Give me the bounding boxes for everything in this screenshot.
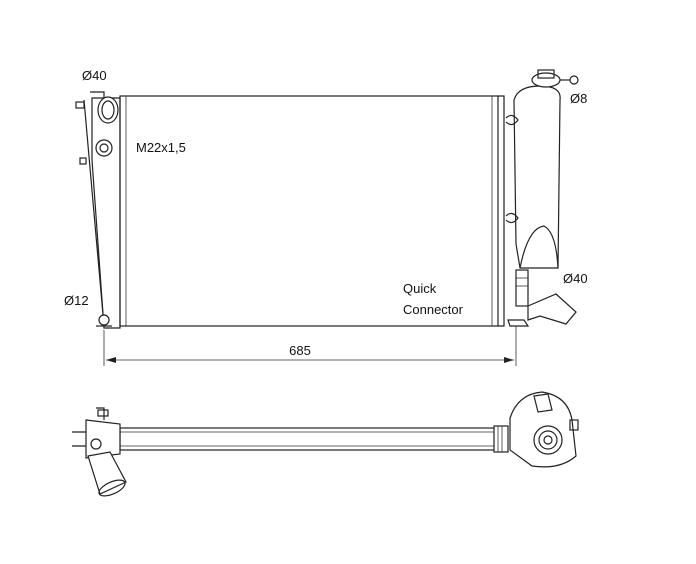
top-view-inlet-pipe (87, 451, 127, 495)
connector-label-line1: Quick (403, 281, 437, 296)
quick-connector (515, 269, 529, 307)
top-view-core (119, 427, 499, 451)
drain-diameter-label: Ø12 (64, 293, 89, 308)
radiator-front-view: Ø40 M22x1,5 Ø12 Ø8 Ø40 Quick Connector 6… (64, 68, 588, 366)
connector-label-line2: Connector (403, 302, 464, 317)
left-tank (75, 91, 121, 329)
top-view-outlet-pipe (533, 425, 563, 455)
drain-plug (98, 314, 110, 326)
threaded-port (95, 139, 113, 157)
expansion-cap (531, 72, 561, 88)
vent-diameter-label: Ø8 (570, 91, 587, 106)
radiator-core (119, 95, 499, 327)
radiator-top-view (72, 391, 579, 497)
outlet-pipe (527, 293, 577, 325)
thread-label: M22x1,5 (136, 140, 186, 155)
width-dimension-line (103, 326, 517, 366)
inlet-diameter-label: Ø40 (82, 68, 107, 83)
vent-pipe (569, 75, 579, 85)
width-dimension-label: 685 (289, 343, 311, 358)
inlet-pipe (97, 96, 119, 124)
outlet-diameter-label: Ø40 (563, 271, 588, 286)
right-tank (498, 69, 579, 327)
